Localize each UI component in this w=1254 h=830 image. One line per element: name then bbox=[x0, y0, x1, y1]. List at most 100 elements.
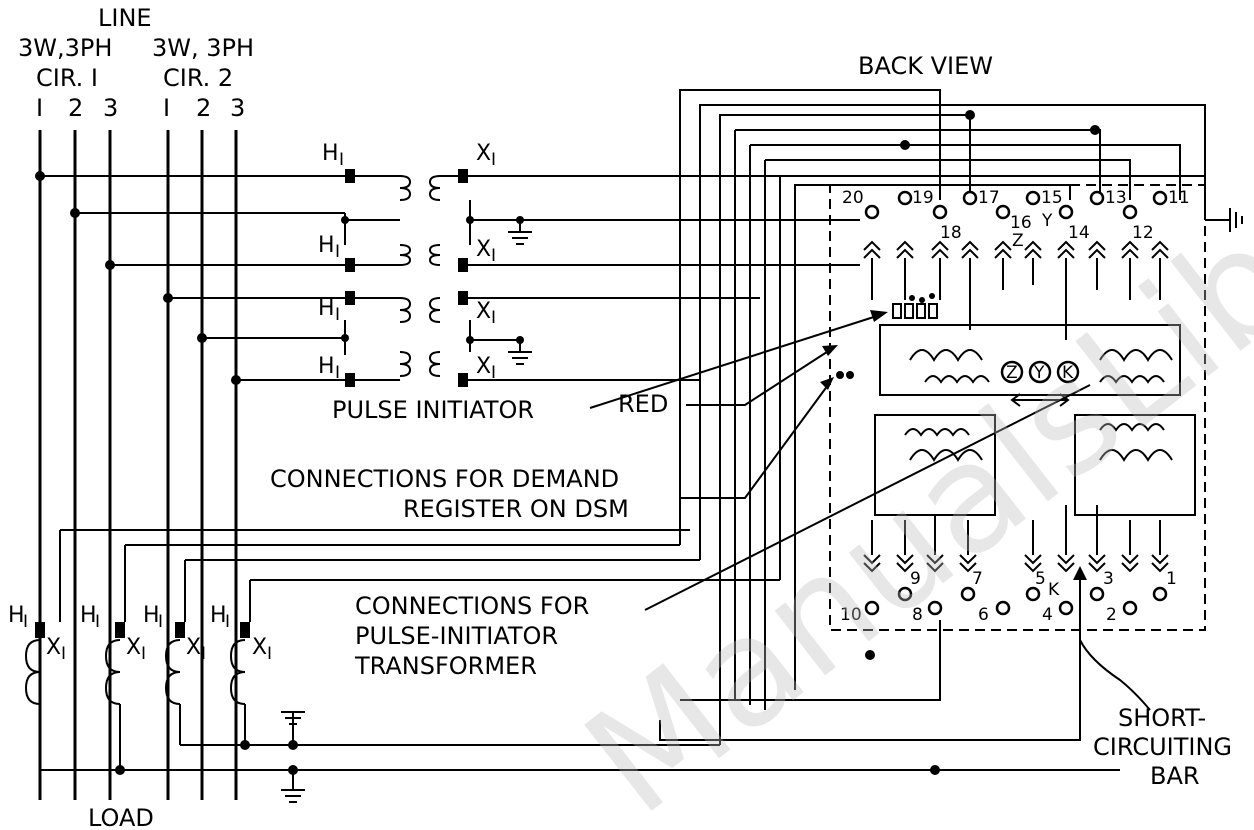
pulse-initiator-label: PULSE INITIATOR bbox=[332, 396, 534, 424]
cir2-type: 3W, 3PH bbox=[152, 34, 254, 62]
pit-label-2: PULSE-INITIATOR bbox=[355, 622, 558, 650]
pit-label-3: TRANSFORMER bbox=[354, 652, 537, 680]
pit-label-1: CONNECTIONS FOR bbox=[355, 592, 589, 620]
leader-arrows bbox=[589, 310, 1091, 611]
svg-text:X: X bbox=[186, 635, 201, 660]
svg-text:I: I bbox=[335, 242, 340, 262]
svg-text:4: 4 bbox=[1042, 605, 1053, 625]
svg-text:I: I bbox=[491, 363, 496, 383]
svg-text:I: I bbox=[339, 150, 344, 170]
svg-text:H: H bbox=[143, 603, 160, 628]
phase-label: 2 bbox=[68, 94, 83, 122]
line-title: LINE bbox=[98, 4, 152, 32]
phase-label: 3 bbox=[103, 94, 118, 122]
svg-text:15: 15 bbox=[1041, 188, 1063, 208]
phase-label: I bbox=[163, 94, 170, 122]
svg-text:7: 7 bbox=[972, 569, 983, 589]
svg-text:3: 3 bbox=[1103, 569, 1114, 589]
pulse-initiator-block bbox=[836, 293, 938, 379]
svg-text:18: 18 bbox=[940, 223, 962, 243]
svg-text:I: I bbox=[491, 150, 496, 170]
svg-text:I: I bbox=[335, 305, 340, 325]
phase-label: 2 bbox=[196, 94, 211, 122]
svg-text:X: X bbox=[126, 635, 141, 660]
svg-text:Y: Y bbox=[1041, 211, 1053, 231]
svg-text:Y: Y bbox=[1033, 363, 1045, 383]
potential-transformer bbox=[345, 291, 760, 323]
svg-text:I: I bbox=[335, 363, 340, 383]
potential-transformer bbox=[345, 351, 700, 387]
bottom-terminals: 10 9 8 7 6 5 4 3 2 1 K bbox=[840, 569, 1177, 625]
bottom-jaws bbox=[863, 505, 1169, 573]
svg-text:I: I bbox=[158, 612, 163, 632]
svg-text:I: I bbox=[95, 612, 100, 632]
scb-label-2: CIRCUITING bbox=[1093, 733, 1232, 761]
ground-symbol bbox=[508, 336, 532, 365]
svg-text:1: 1 bbox=[1166, 569, 1177, 589]
scb-label-3: BAR bbox=[1150, 762, 1200, 790]
svg-text:9: 9 bbox=[910, 569, 921, 589]
svg-text:12: 12 bbox=[1132, 223, 1154, 243]
svg-text:I: I bbox=[201, 644, 206, 664]
svg-text:H: H bbox=[210, 603, 227, 628]
svg-text:I: I bbox=[61, 644, 66, 664]
svg-text:X: X bbox=[476, 354, 491, 379]
line-conductors bbox=[38, 130, 238, 800]
phase-label: 3 bbox=[230, 94, 245, 122]
svg-text:H: H bbox=[322, 141, 339, 166]
svg-text:6: 6 bbox=[978, 605, 989, 625]
top-terminals: 20 19 18 17 16 15 14 13 12 11 Z Y bbox=[842, 188, 1190, 251]
svg-text:K: K bbox=[1062, 363, 1074, 383]
svg-text:X: X bbox=[252, 635, 267, 660]
svg-text:10: 10 bbox=[840, 605, 862, 625]
svg-text:I: I bbox=[491, 308, 496, 328]
top-jaws bbox=[863, 240, 1169, 340]
svg-text:I: I bbox=[491, 246, 496, 266]
svg-text:I: I bbox=[225, 612, 230, 632]
cir1-type: 3W,3PH bbox=[18, 34, 112, 62]
cir2-label: CIR. 2 bbox=[163, 64, 233, 92]
svg-text:8: 8 bbox=[912, 605, 923, 625]
ground-symbol bbox=[281, 711, 305, 750]
load-label: LOAD bbox=[88, 804, 154, 830]
demand-label-2: REGISTER ON DSM bbox=[403, 495, 629, 523]
zyk-terminals: Z Y K bbox=[1000, 360, 1080, 407]
short-circuiting-bar-arrow bbox=[1073, 566, 1151, 711]
potential-transformer bbox=[345, 244, 860, 272]
svg-text:2: 2 bbox=[1106, 605, 1117, 625]
potential-taps bbox=[35, 171, 345, 385]
svg-text:X: X bbox=[476, 141, 491, 166]
svg-text:X: X bbox=[46, 635, 61, 660]
phase-label: I bbox=[36, 94, 43, 122]
svg-text:16: 16 bbox=[1010, 213, 1032, 233]
back-view-title: BACK VIEW bbox=[858, 52, 993, 80]
svg-text:H: H bbox=[318, 354, 335, 379]
svg-text:13: 13 bbox=[1105, 188, 1127, 208]
svg-text:19: 19 bbox=[912, 188, 934, 208]
demand-label-1: CONNECTIONS FOR DEMAND bbox=[270, 465, 619, 493]
svg-text:I: I bbox=[141, 644, 146, 664]
svg-text:H: H bbox=[8, 603, 25, 628]
svg-text:K: K bbox=[1048, 580, 1060, 600]
cir1-label: CIR. I bbox=[36, 64, 98, 92]
meter-element-upper bbox=[879, 324, 1181, 396]
svg-text:Z: Z bbox=[1012, 231, 1024, 251]
svg-text:20: 20 bbox=[842, 188, 864, 208]
svg-text:14: 14 bbox=[1068, 223, 1090, 243]
svg-text:17: 17 bbox=[978, 188, 1000, 208]
ground-symbol bbox=[508, 216, 532, 245]
svg-text:11: 11 bbox=[1168, 188, 1190, 208]
svg-text:X: X bbox=[476, 299, 491, 324]
meter-outline bbox=[829, 184, 1206, 631]
red-label: RED bbox=[618, 390, 668, 418]
potential-transformer bbox=[345, 169, 1205, 201]
scb-label-1: SHORT- bbox=[1118, 704, 1206, 732]
svg-text:I: I bbox=[23, 612, 28, 632]
pt-commons bbox=[341, 200, 860, 355]
svg-text:H: H bbox=[80, 603, 97, 628]
